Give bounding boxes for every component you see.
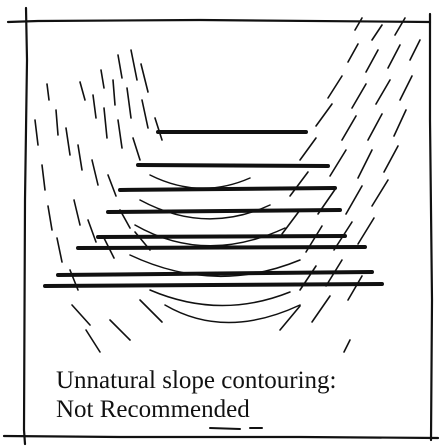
terrace-5 <box>98 236 345 237</box>
terrace-7 <box>58 272 372 275</box>
frame-left-line <box>24 8 27 444</box>
frame-right-line <box>430 14 432 440</box>
frame-bottom-line <box>4 436 438 438</box>
terrace-3 <box>120 188 335 190</box>
terrace-4 <box>108 210 340 212</box>
caption-underline <box>210 428 262 429</box>
terrace-6 <box>78 247 365 248</box>
caption-line-1: Unnatural slope contouring: <box>56 366 426 395</box>
frame-top-line <box>8 20 430 22</box>
terrace-2 <box>138 165 328 166</box>
caption: Unnatural slope contouring: Not Recommen… <box>56 366 426 417</box>
terrace-8 <box>45 284 382 286</box>
caption-line-2: Not Recommended <box>56 395 426 417</box>
terrace-lines <box>45 132 382 286</box>
right-slope-dashes <box>280 18 420 352</box>
